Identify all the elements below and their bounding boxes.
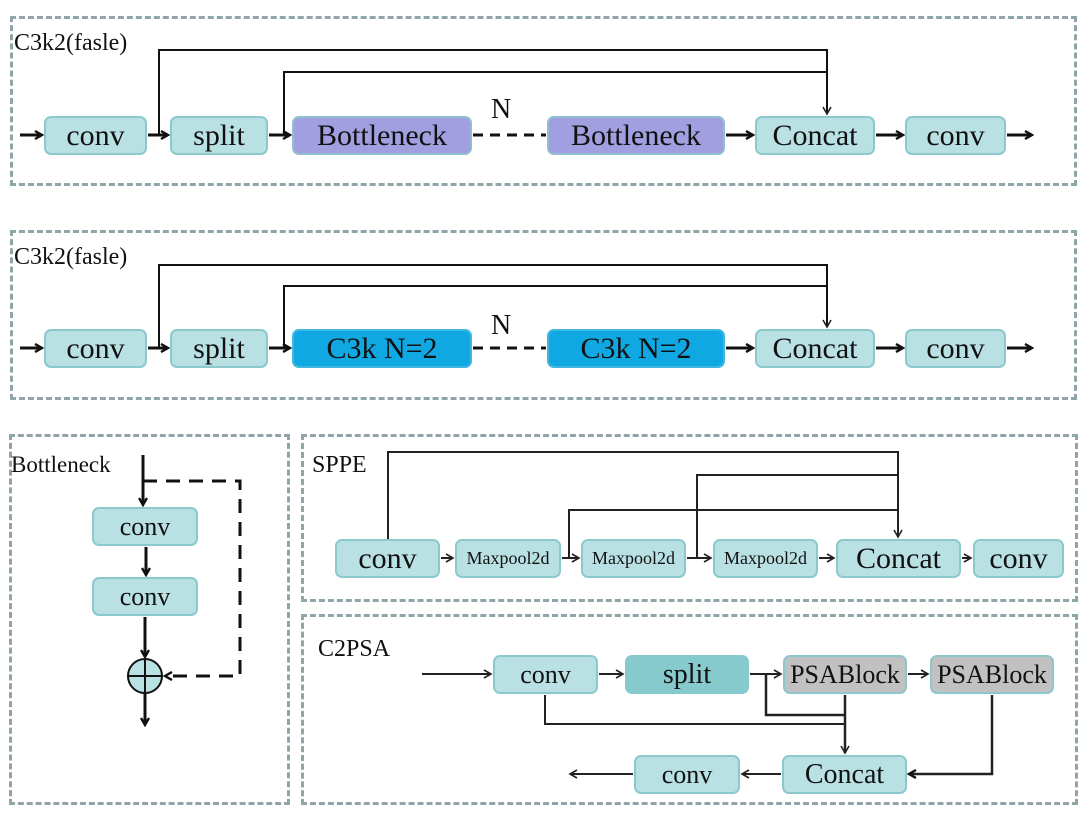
maxpool-node[interactable]: Maxpool2d — [455, 539, 561, 578]
maxpool-node[interactable]: Maxpool2d — [581, 539, 686, 578]
conv-out-node[interactable]: conv — [905, 116, 1006, 155]
c3k-node[interactable]: C3k N=2 — [547, 329, 725, 368]
concat-node[interactable]: Concat — [782, 755, 907, 794]
panel-title: Bottleneck — [11, 452, 111, 477]
conv-node[interactable]: conv — [92, 507, 198, 546]
conv-in-node[interactable]: conv — [335, 539, 440, 578]
panel-title: C2PSA — [318, 636, 391, 662]
bottleneck-node[interactable]: Bottleneck — [292, 116, 472, 155]
panel-c3k2-c3k — [10, 230, 1077, 400]
psablock-node[interactable]: PSABlock — [930, 655, 1054, 694]
split-node[interactable]: split — [170, 116, 268, 155]
conv-node[interactable]: conv — [92, 577, 198, 616]
split-node[interactable]: split — [625, 655, 749, 694]
maxpool-node[interactable]: Maxpool2d — [713, 539, 818, 578]
conv-out-node[interactable]: conv — [905, 329, 1006, 368]
conv-out-node[interactable]: conv — [634, 755, 740, 794]
conv-in-node[interactable]: conv — [44, 329, 147, 368]
panel-bottleneck — [9, 434, 290, 805]
bottleneck-node[interactable]: Bottleneck — [547, 116, 725, 155]
psablock-node[interactable]: PSABlock — [783, 655, 907, 694]
concat-node[interactable]: Concat — [755, 116, 875, 155]
conv-in-node[interactable]: conv — [44, 116, 147, 155]
panel-title: C3k2(fasle) — [14, 244, 128, 270]
c3k-node[interactable]: C3k N=2 — [292, 329, 472, 368]
panel-c2psa — [301, 614, 1078, 805]
panel-sppe — [301, 434, 1078, 602]
concat-node[interactable]: Concat — [836, 539, 961, 578]
repeat-label: N — [491, 94, 512, 125]
conv-in-node[interactable]: conv — [493, 655, 598, 694]
panel-c3k2-bottleneck — [10, 16, 1077, 186]
repeat-label: N — [491, 310, 512, 341]
conv-out-node[interactable]: conv — [973, 539, 1064, 578]
panel-title: C3k2(fasle) — [14, 30, 128, 56]
concat-node[interactable]: Concat — [755, 329, 875, 368]
panel-title: SPPE — [312, 452, 367, 478]
split-node[interactable]: split — [170, 329, 268, 368]
